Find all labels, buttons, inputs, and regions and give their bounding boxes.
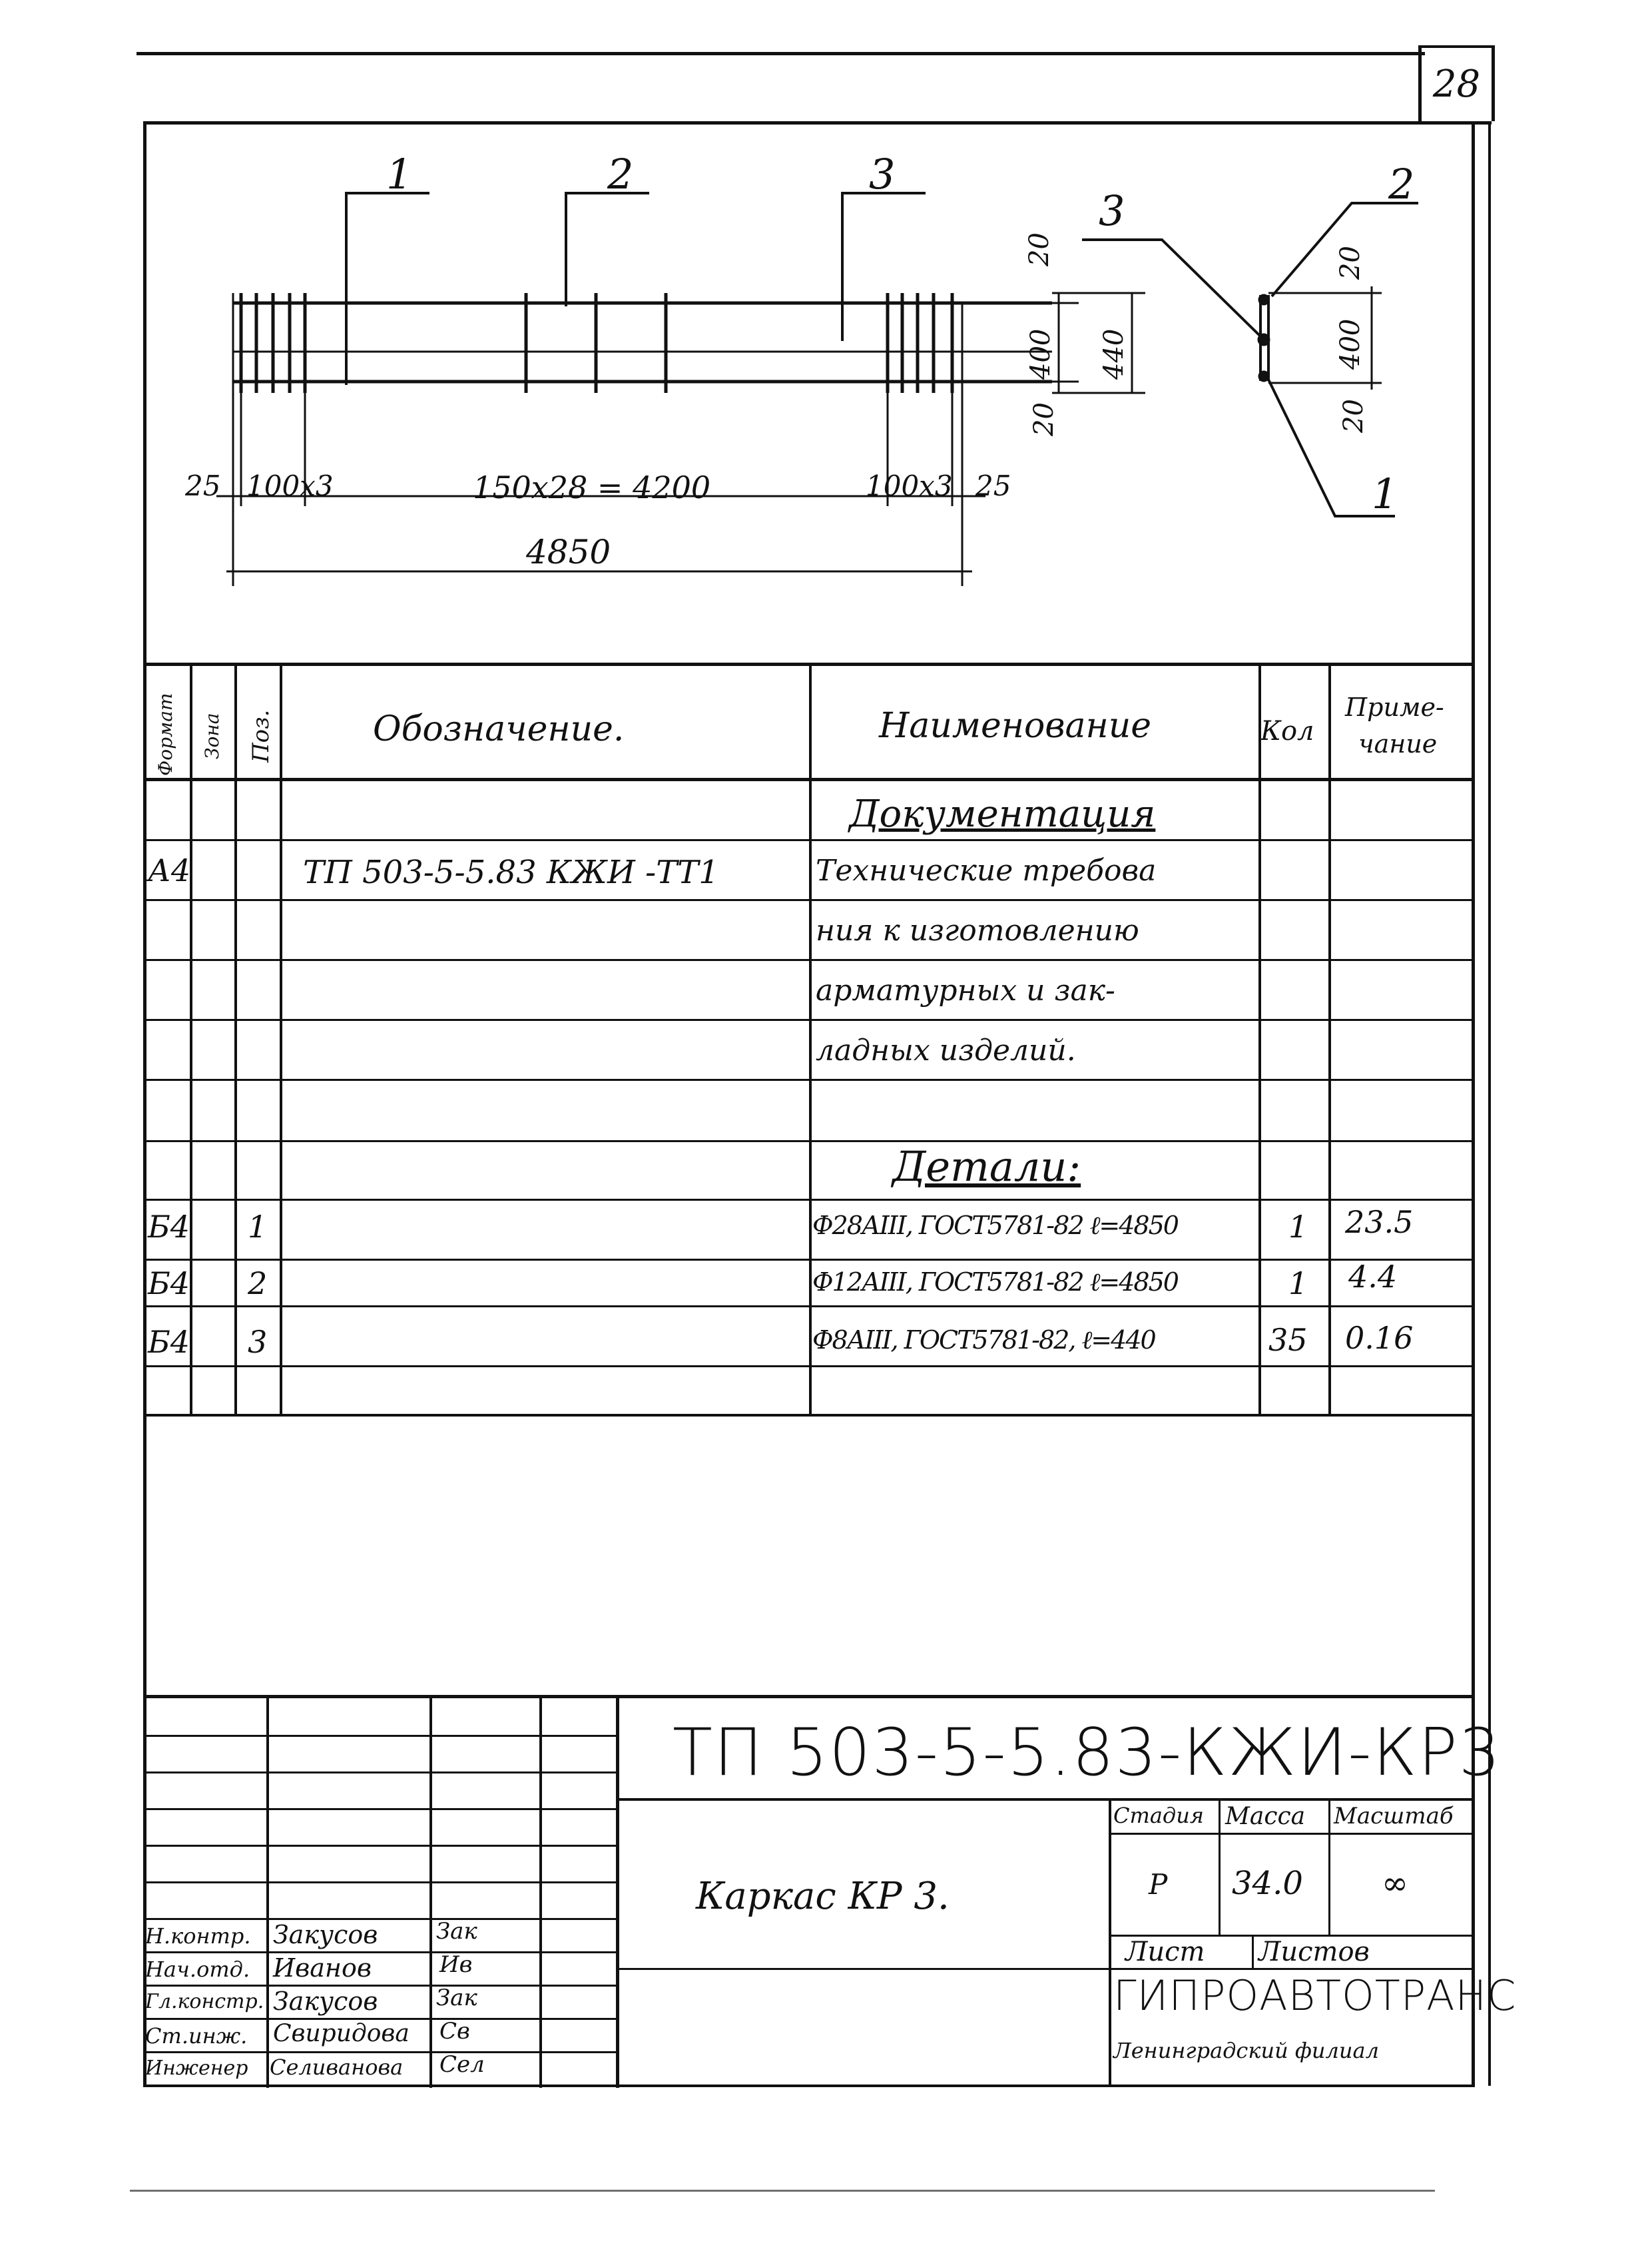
org-branch: Ленинградский филиал — [1113, 2038, 1379, 2063]
dim-spacing-left: 100x3 — [246, 470, 334, 502]
row-1-qty: 1 — [1288, 1209, 1308, 1245]
staff-sign-2: Ив — [439, 1951, 473, 1978]
header-pos: Поз. — [248, 709, 274, 763]
dim-end-left: 25 — [185, 470, 221, 502]
staff-role-1: Н.контр. — [145, 1923, 251, 1949]
row-3-note: 0.16 — [1345, 1320, 1414, 1356]
row-1-pos: 1 — [248, 1209, 268, 1245]
row-3-qty: 35 — [1268, 1322, 1308, 1358]
staff-name-5: Селиванова — [270, 2055, 404, 2080]
section-documentation: Документация — [849, 793, 1156, 836]
section-callout-1: 1 — [1372, 470, 1398, 518]
sheet-num-box-top — [1418, 45, 1495, 48]
bottom-dashed-rule — [130, 2190, 1435, 2192]
staff-name-1: Закусов — [273, 1920, 378, 1949]
callout-2: 2 — [607, 150, 634, 198]
sheet-num-box-right — [1492, 47, 1495, 121]
staff-name-3: Закусов — [273, 1987, 378, 2016]
section-callout-2: 2 — [1388, 160, 1415, 208]
header-designation: Обозначение. — [373, 709, 625, 749]
sheet-num-box-left — [1418, 47, 1422, 121]
header-zone: Зона — [201, 713, 223, 759]
object-name: Каркас КР 3. — [696, 1875, 950, 1918]
staff-sign-4: Св — [439, 2018, 470, 2045]
doc-name-line-1: Технические требова — [816, 854, 1157, 888]
staff-role-2: Нач.отд. — [145, 1957, 250, 1982]
doc-name-line-3: арматурных и зак- — [816, 974, 1115, 1008]
dim-end-right: 25 — [975, 470, 1011, 502]
section-callout-3: 3 — [1099, 186, 1125, 235]
scale-label: Масштаб — [1334, 1803, 1454, 1829]
row-2-qty: 1 — [1288, 1265, 1308, 1301]
section-dim-top: 20 — [1335, 246, 1366, 280]
dim-outer-height: 440 — [1099, 328, 1129, 380]
staff-sign-5: Сел — [439, 2051, 485, 2078]
header-note-2: чание — [1358, 729, 1438, 759]
doc-designation: ТП 503-5-5.83 КЖИ -ТТ1 — [303, 854, 719, 891]
dim-bottom-offset: 20 — [1029, 402, 1059, 436]
sheet-label: Лист — [1125, 1937, 1205, 1967]
staff-role-4: Ст.инж. — [145, 2023, 248, 2049]
row-3-pos: 3 — [248, 1324, 268, 1360]
header-format: Формат — [154, 693, 176, 776]
sheet-number: 28 — [1432, 62, 1481, 106]
mass-value: 34.0 — [1232, 1865, 1303, 1902]
staff-role-3: Гл.констр. — [145, 1990, 264, 2013]
rebar-cage-drawing — [216, 192, 1418, 586]
dim-spacing-right: 100x3 — [866, 470, 953, 502]
row-1-format: Б4 — [148, 1209, 190, 1245]
header-note-1: Приме- — [1345, 693, 1444, 722]
frame-top — [143, 121, 1492, 125]
row-3-name: Ф8АIII, ГОСТ5781-82, ℓ=440 — [812, 1325, 1157, 1355]
dim-inner-height: 400 — [1025, 328, 1056, 380]
callout-3: 3 — [869, 150, 896, 198]
row-1-note: 23.5 — [1345, 1204, 1414, 1240]
header-name: Наименование — [879, 706, 1152, 746]
row-2-name: Ф12АIII, ГОСТ5781-82 ℓ=4850 — [812, 1267, 1179, 1297]
doc-name-line-2: ния к изготовлению — [816, 914, 1139, 948]
frame-right-outer — [1488, 121, 1491, 2086]
header-qty: Кол — [1260, 716, 1314, 747]
doc-format: А4 — [148, 852, 191, 888]
row-3-format: Б4 — [148, 1324, 190, 1360]
staff-sign-3: Зак — [436, 1985, 477, 2011]
row-2-format: Б4 — [148, 1265, 190, 1301]
doc-name-line-4: ладных изделий. — [816, 1034, 1076, 1068]
section-dim-inner: 400 — [1335, 318, 1366, 370]
section-dim-bottom: 20 — [1338, 399, 1369, 433]
frame-left — [143, 121, 146, 2086]
row-2-pos: 2 — [248, 1265, 268, 1301]
org-name: ГИПРОАВТОТРАНС — [1113, 1971, 1517, 2020]
callout-1: 1 — [386, 150, 413, 198]
staff-name-2: Иванов — [273, 1953, 372, 1983]
row-1-name: Ф28АIII, ГОСТ5781-82 ℓ=4850 — [812, 1211, 1179, 1240]
staff-name-4: Свиридова — [273, 2020, 410, 2047]
stage-value: Р — [1149, 1868, 1168, 1901]
sheets-label: Листов — [1258, 1937, 1370, 1967]
staff-sign-1: Зак — [436, 1918, 477, 1945]
staff-role-5: Инженер — [145, 2057, 248, 2080]
top-rule — [137, 52, 1425, 55]
stage-label: Стадия — [1113, 1803, 1204, 1828]
row-2-note: 4.4 — [1348, 1259, 1398, 1295]
mass-label: Масса — [1225, 1803, 1306, 1830]
frame-right — [1472, 121, 1475, 2086]
document-code: ТП 503-5-5.83-КЖИ-КР3 — [673, 1715, 1502, 1791]
dim-top-offset: 20 — [1024, 232, 1055, 266]
dim-overall: 4850 — [526, 533, 611, 571]
scale-value: ∞ — [1382, 1865, 1408, 1902]
section-details: Детали: — [892, 1142, 1081, 1191]
dim-middle: 150x28 = 4200 — [473, 470, 711, 505]
